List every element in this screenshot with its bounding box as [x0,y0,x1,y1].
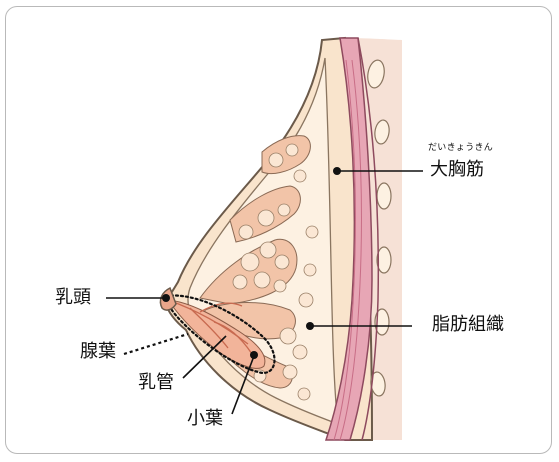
pectoralis-point [333,167,341,175]
label-gland-lobe: 腺葉 [80,343,116,361]
label-adipose-tissue: 脂肪組織 [432,316,504,334]
gland-lobe-leader [124,334,188,354]
lobule-point [250,351,258,359]
label-pectoralis-major: 大胸筋 [430,161,484,179]
label-milk-duct: 乳管 [138,374,174,392]
label-pectoralis-major-ruby: だいきょうきん [428,144,493,153]
adipose-point [306,322,314,330]
nipple-point [162,294,170,302]
label-nipple: 乳頭 [55,289,91,307]
label-lobule: 小葉 [187,410,223,428]
